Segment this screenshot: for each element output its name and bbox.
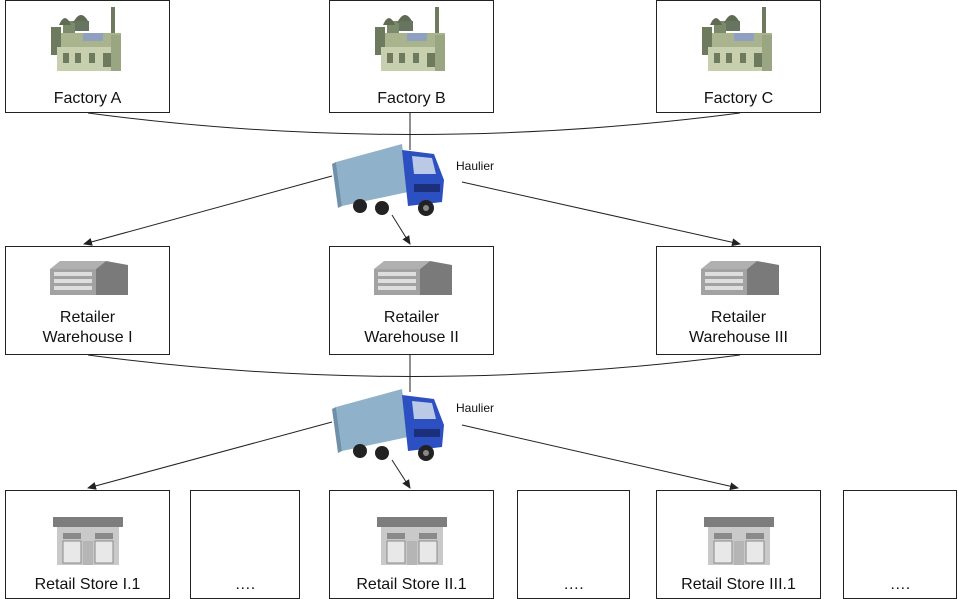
store-icon [376,517,447,565]
haulier-label: Haulier [456,159,495,173]
warehouse-node-3: Retailer Warehouse III [656,246,821,355]
factory-icon [50,7,121,71]
store-label: Retail Store I.1 [34,576,141,593]
warehouse-icon [700,261,779,295]
store-icon [703,517,774,565]
warehouse-label-line2: Warehouse II [364,329,459,346]
arrow-to-store-1 [87,421,333,490]
warehouse-icon [49,261,128,295]
store-node-3: Retail Store III.1 [656,490,821,599]
store-label: …. [889,576,911,593]
arrow-to-warehouse-2 [391,214,411,245]
store-label: Retail Store III.1 [681,576,796,593]
store-node-1: Retail Store I.1 [5,490,170,599]
warehouse-icon [373,261,452,295]
factory-icon [374,7,445,71]
factory-label: Factory C [703,90,774,107]
store-label: Retail Store II.1 [356,576,467,593]
warehouse-label-line1: Retailer [59,309,116,326]
factory-label: Factory A [53,90,122,107]
factory-node-a: Factory A [5,0,170,113]
arrow-to-warehouse-3 [461,181,741,247]
factory-node-b: Factory B [329,0,494,113]
warehouse-label-line2: Warehouse III [688,329,788,346]
store-node-placeholder-3: …. [843,490,957,599]
warehouse-node-1: Retailer Warehouse I [5,246,170,355]
haulier-label: Haulier [456,401,495,415]
store-icon [52,517,123,565]
store-node-placeholder-1: …. [190,490,300,599]
factory-label: Factory B [377,90,446,107]
warehouse-node-2: Retailer Warehouse II [329,246,494,355]
store-label: …. [563,576,584,593]
store-node-placeholder-2: …. [517,490,630,599]
factory-node-c: Factory C [656,0,821,113]
store-node-2: Retail Store II.1 [329,490,494,599]
warehouse-label-line2: Warehouse I [42,329,133,346]
store-label: …. [234,576,256,593]
arrow-to-store-2 [391,459,411,489]
warehouse-label-line1: Retailer [383,309,440,326]
factory-merge-curve [87,112,741,135]
warehouse-label-line1: Retailer [710,309,767,326]
arrow-to-store-3 [461,424,739,491]
factory-icon [701,7,772,71]
truck-icon [332,144,444,216]
truck-icon [332,389,444,461]
arrow-to-warehouse-1 [83,175,333,246]
warehouse-merge-curve [87,354,741,377]
